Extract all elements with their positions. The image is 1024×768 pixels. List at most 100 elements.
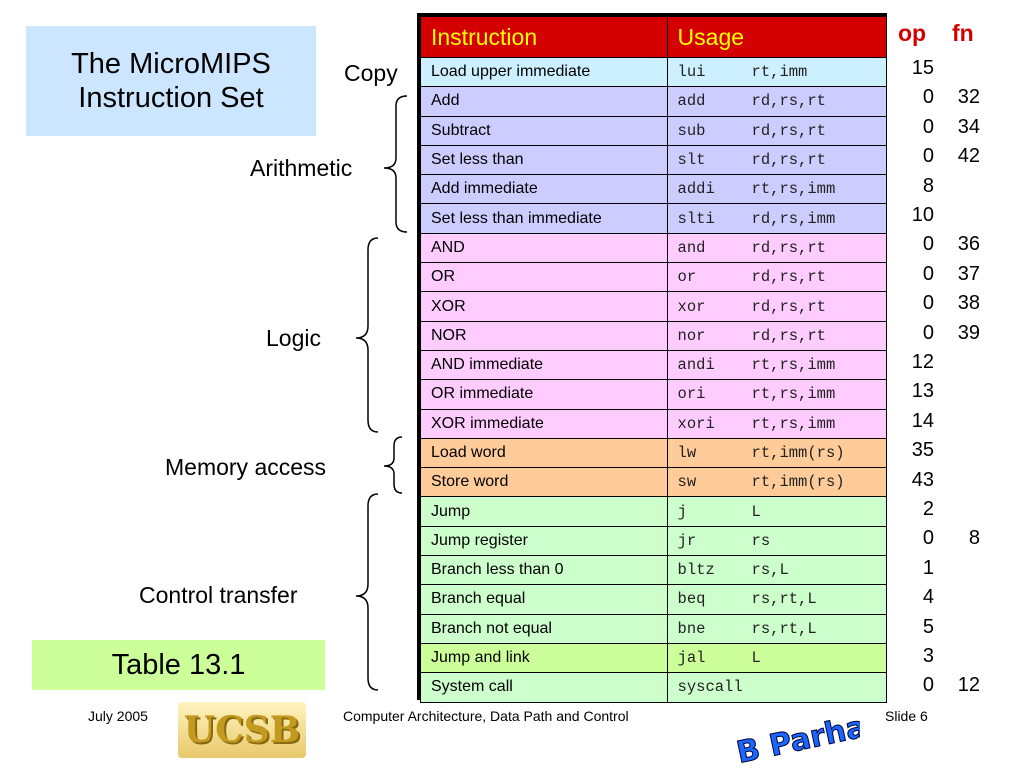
footer-date: July 2005 — [88, 708, 148, 724]
op-code: 0 — [922, 674, 934, 697]
table-row: XOR xor rd,rs,rt — [420, 291, 888, 322]
usage-mnemonic: j — [677, 502, 687, 521]
usage-mnemonic: jr — [677, 531, 697, 550]
op-code: 3 — [922, 645, 934, 667]
usage-operands: rt,rs,imm — [751, 385, 836, 404]
usage-operands: rt,rs,imm — [751, 356, 836, 375]
table-row: Branch less than 0 bltz rs,L — [420, 555, 888, 586]
instruction-name: XOR — [420, 291, 668, 322]
table-header-row: Instruction Usage — [420, 16, 888, 58]
usage-operands: rd,rs,rt — [751, 268, 826, 287]
instruction-name: Jump register — [420, 525, 668, 557]
instruction-name: Branch equal — [420, 584, 668, 615]
instruction-name: System call — [420, 672, 668, 703]
brace-arithmetic — [383, 95, 408, 233]
instruction-name: NOR — [420, 320, 668, 351]
usage-mnemonic: andi — [677, 356, 715, 375]
op-code: 1 — [922, 556, 934, 579]
op-code: 0 — [922, 527, 934, 550]
usage-operands: rd,rs,rt — [751, 238, 826, 257]
instruction-name: OR immediate — [420, 379, 668, 410]
usage-mnemonic: or — [677, 268, 697, 287]
op-code: 0 — [922, 321, 934, 344]
op-code: 0 — [922, 145, 934, 168]
usage-mnemonic: bne — [677, 619, 706, 638]
instruction-name: XOR immediate — [420, 408, 668, 439]
fn-code: 12 — [957, 674, 980, 697]
fn-code: 38 — [957, 292, 980, 315]
usage-mnemonic: add — [677, 92, 706, 111]
table-row: OR or rd,rs,rt — [420, 262, 888, 293]
op-code: 0 — [922, 233, 934, 256]
usage-operands: rd,rs,rt — [751, 326, 826, 345]
usage-mnemonic: lui — [677, 63, 706, 82]
instruction-usage: or rd,rs,rt — [666, 262, 888, 293]
usage-operands: rd,rs,rt — [751, 151, 826, 170]
author-logo: B Parhami — [733, 702, 860, 764]
instruction-name: Add — [420, 86, 668, 117]
usage-mnemonic: slt — [677, 151, 706, 170]
instruction-name: Add immediate — [420, 174, 668, 205]
table-row: NOR nor rd,rs,rt — [420, 320, 888, 351]
group-label-memory: Memory access — [165, 454, 327, 480]
instruction-usage: nor rd,rs,rt — [666, 320, 888, 351]
usage-operands: rs,L — [751, 561, 789, 580]
usage-operands: L — [751, 502, 761, 521]
instruction-name: Store word — [420, 467, 668, 498]
usage-mnemonic: xor — [677, 297, 706, 316]
op-code: 0 — [922, 262, 934, 285]
fn-code: 34 — [957, 115, 980, 138]
usage-mnemonic: sw — [677, 473, 697, 492]
usage-mnemonic: ori — [677, 385, 706, 404]
group-label-arithmetic: Arithmetic — [250, 155, 353, 181]
usage-operands: L — [751, 649, 761, 668]
usage-mnemonic: xori — [677, 414, 715, 433]
usage-operands: rt,rs,imm — [751, 180, 836, 199]
fn-code: 8 — [968, 527, 980, 550]
instruction-name: OR — [420, 262, 668, 293]
instruction-name: Branch not equal — [420, 613, 668, 644]
usage-mnemonic: beq — [677, 590, 706, 609]
usage-mnemonic: and — [677, 238, 706, 257]
op-code: 10 — [911, 204, 934, 226]
usage-mnemonic: nor — [677, 326, 706, 345]
usage-operands: rt,imm(rs) — [751, 444, 845, 462]
brace-control — [355, 493, 379, 691]
usage-operands: rs — [751, 531, 771, 550]
instruction-name: Load upper immediate — [420, 56, 668, 88]
instruction-name: Set less than — [420, 144, 668, 176]
instruction-usage: and rd,rs,rt — [666, 232, 888, 264]
op-code: 43 — [911, 468, 934, 491]
footer-slide-number: Slide 6 — [885, 708, 928, 724]
instruction-usage: slt rd,rs,rt — [666, 144, 888, 176]
instruction-name: Jump and link — [420, 642, 668, 674]
usage-mnemonic: bltz — [677, 561, 715, 580]
title-line-2: Instruction Set — [78, 82, 264, 114]
usage-operands: rd,rs,rt — [751, 297, 826, 316]
brace-memory — [383, 436, 403, 494]
op-code: 8 — [922, 174, 934, 197]
instruction-name: AND — [420, 232, 668, 264]
fn-code: 39 — [957, 321, 980, 344]
group-label-copy: Copy — [344, 60, 398, 86]
instruction-name: Branch less than 0 — [420, 555, 668, 586]
op-code: 0 — [922, 86, 934, 109]
